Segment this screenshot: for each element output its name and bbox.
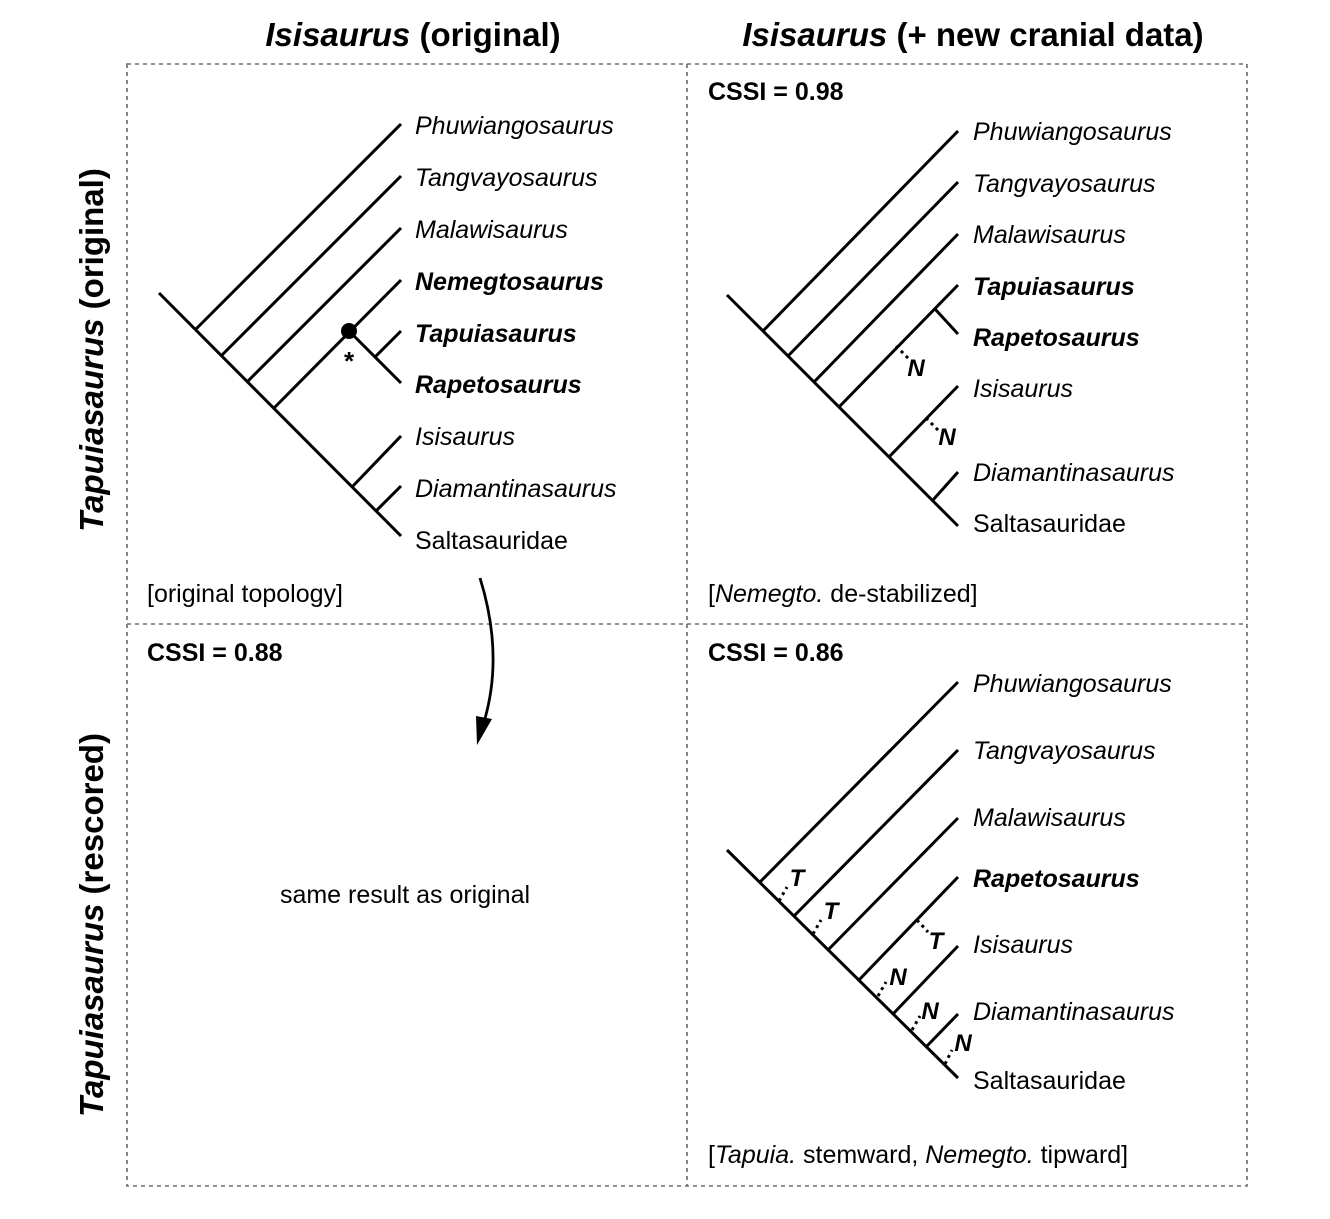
taxon-label: Saltasauridae: [973, 510, 1126, 538]
tapuia-marker: T: [824, 898, 841, 925]
taxon-label: Tangvayosaurus: [973, 737, 1156, 765]
branch-malawisaurus: [826, 816, 960, 952]
branch-malawisaurus: [812, 232, 960, 384]
taxon-label: Tapuiasaurus: [973, 273, 1135, 301]
backbone-branch: [725, 848, 960, 1080]
row-header-original: Tapuiasaurus (original): [73, 168, 110, 532]
branch-tangvayosaurus: [786, 180, 960, 358]
taxon-label: Isisaurus: [415, 423, 515, 451]
column-header-original: Isisaurus (original): [265, 16, 560, 53]
branch-isisaurus: [887, 384, 960, 459]
taxon-labels-tl: Phuwiangosaurus Tangvayosaurus Malawisau…: [415, 112, 617, 555]
tapuia-marker: T: [929, 928, 946, 955]
branch-rapetosaurus: [933, 307, 960, 336]
branch-nemegtosaurus-clade: [272, 278, 403, 410]
caption-tr: [Nemegto. de-stabilized]: [708, 580, 978, 608]
nemegto-attachment-dotted: [910, 1015, 922, 1031]
branch-tangvayosaurus: [792, 748, 960, 918]
taxon-label: Tapuiasaurus: [415, 320, 577, 348]
caption-tl: [original topology]: [147, 580, 343, 608]
branch-phuwiangosaurus: [194, 122, 403, 331]
node-asterisk: *: [344, 346, 355, 376]
same-result-note: same result as original: [280, 881, 530, 909]
taxon-label: Tangvayosaurus: [415, 164, 598, 192]
taxon-labels-tr: Phuwiangosaurus Tangvayosaurus Malawisau…: [973, 118, 1175, 538]
taxon-label: Nemegtosaurus: [415, 268, 604, 296]
nemegto-marker: N: [889, 964, 907, 991]
branch-phuwiangosaurus: [758, 680, 960, 884]
nemegto-attachment-dotted: [943, 1049, 954, 1065]
taxon-label: Isisaurus: [973, 931, 1073, 959]
taxon-label: Rapetosaurus: [973, 324, 1140, 352]
backbone-branch: [725, 293, 960, 528]
taxon-label: Diamantinasaurus: [973, 998, 1175, 1026]
taxon-label: Diamantinasaurus: [973, 459, 1175, 487]
branch-tapuiasaurus-clade: [837, 283, 960, 409]
cssi-value: CSSI = 0.88: [147, 639, 283, 667]
tapuia-attachment-dotted: [777, 886, 789, 902]
taxon-label: Diamantinasaurus: [415, 475, 617, 503]
cladogram-original-topology: *: [157, 122, 403, 538]
column-header-new-cranial-data: Isisaurus (+ new cranial data): [742, 16, 1203, 53]
taxon-label: Saltasauridae: [973, 1067, 1126, 1095]
nemegto-attachment-dotted: [876, 981, 888, 997]
cladogram-nemegto-destabilized: N N: [725, 129, 960, 528]
nemegto-marker: N: [938, 424, 956, 451]
cssi-value: CSSI = 0.86: [708, 639, 844, 667]
taxon-label: Tangvayosaurus: [973, 170, 1156, 198]
branch-malawisaurus: [246, 226, 403, 383]
branch-diamantinasaurus: [374, 484, 403, 513]
branch-isisaurus: [891, 944, 960, 1016]
taxon-label: Phuwiangosaurus: [415, 112, 614, 140]
taxon-label: Malawisaurus: [415, 216, 568, 244]
taxon-label: Isisaurus: [973, 375, 1073, 403]
cladogram-tapuia-stemward: T T T N N N: [725, 680, 972, 1080]
curved-arrow-icon: [476, 577, 495, 745]
taxon-label: Malawisaurus: [973, 221, 1126, 249]
nemegto-marker: N: [954, 1030, 972, 1057]
nemegto-attachment-dotted: [924, 416, 942, 434]
taxon-label: Malawisaurus: [973, 804, 1126, 832]
branch-tapuiasaurus: [373, 329, 403, 359]
nemegto-attachment-dotted: [894, 344, 912, 362]
branch-phuwiangosaurus: [761, 129, 960, 333]
node-dot: [341, 323, 357, 339]
row-header-rescored: Tapuiasaurus (rescored): [73, 733, 110, 1117]
caption-br: [Tapuia. stemward, Nemegto. tipward]: [708, 1141, 1128, 1169]
tapuia-attachment-dotted: [811, 919, 823, 935]
taxon-labels-br: Phuwiangosaurus Tangvayosaurus Malawisau…: [973, 670, 1175, 1095]
cssi-value: CSSI = 0.98: [708, 78, 844, 106]
tapuia-attachment-dotted: [915, 918, 930, 934]
branch-diamantinasaurus: [925, 1012, 960, 1048]
branch-isisaurus: [350, 434, 403, 489]
taxon-label: Phuwiangosaurus: [973, 118, 1172, 146]
taxon-label: Rapetosaurus: [415, 371, 582, 399]
nemegto-marker: N: [921, 998, 939, 1025]
taxon-label: Saltasauridae: [415, 527, 568, 555]
taxon-label: Phuwiangosaurus: [973, 670, 1172, 698]
nemegto-marker: N: [907, 355, 925, 382]
backbone-branch: [157, 291, 403, 538]
branch-diamantinasaurus: [931, 471, 960, 501]
branch-rapetosaurus: [857, 875, 960, 982]
branch-tangvayosaurus: [220, 174, 403, 357]
tapuia-marker: T: [790, 865, 807, 892]
taxon-label: Rapetosaurus: [973, 865, 1140, 893]
